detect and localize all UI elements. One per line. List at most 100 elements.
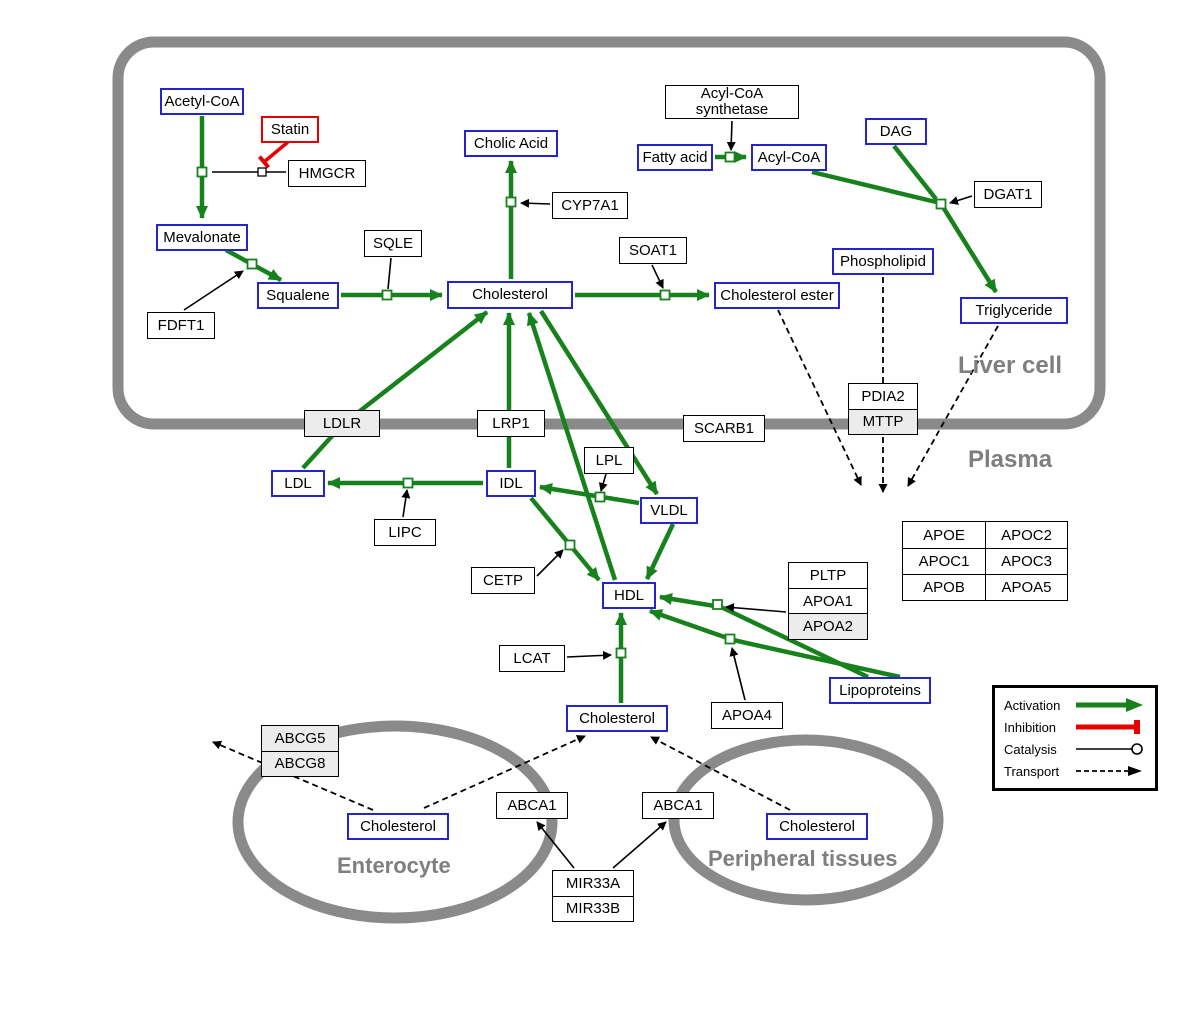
node-cholesterol-plasma[interactable]: Cholesterol: [566, 705, 668, 732]
node-acyl-coa[interactable]: Acyl-CoA: [751, 144, 827, 171]
node-dag[interactable]: DAG: [865, 118, 927, 145]
node-soat1[interactable]: SOAT1: [619, 237, 687, 264]
edge-cetp-catalysis: [536, 549, 564, 577]
reaction-node-lpl[interactable]: [594, 491, 606, 503]
reaction-node-fdft1[interactable]: [246, 258, 258, 270]
node-dgat1[interactable]: DGAT1: [974, 181, 1042, 208]
node-cetp[interactable]: CETP: [471, 567, 535, 594]
node-apoa1[interactable]: APOA1: [789, 587, 867, 614]
reaction-node-lcat[interactable]: [615, 647, 627, 659]
edge-fdft1-catalysis: [183, 270, 244, 311]
node-mir33b[interactable]: MIR33B: [553, 895, 633, 922]
node-phospholipid[interactable]: Phospholipid: [832, 248, 934, 275]
activation-edges: [196, 116, 998, 703]
edge-statin-inhibits-hmgcr: [262, 140, 290, 164]
edge-mir33-abca1-left: [536, 821, 575, 869]
node-cholic-acid[interactable]: Cholic Acid: [464, 130, 558, 157]
node-lpl[interactable]: LPL: [584, 447, 634, 474]
reaction-node-cyp7a1[interactable]: [505, 196, 517, 208]
node-sqle[interactable]: SQLE: [364, 230, 422, 257]
node-apoa2[interactable]: APOA2: [789, 613, 867, 640]
node-abcg8[interactable]: ABCG8: [262, 750, 338, 776]
node-lipc[interactable]: LIPC: [374, 519, 436, 546]
node-apoe[interactable]: APOE: [923, 526, 965, 544]
node-apoc2[interactable]: APOC2: [985, 522, 1067, 548]
liver-cell-outline: [112, 36, 1106, 430]
node-pltp[interactable]: PLTP: [809, 566, 847, 584]
reaction-node-sqle[interactable]: [381, 289, 393, 301]
node-fatty-acid[interactable]: Fatty acid: [637, 144, 713, 171]
reaction-node-apoa4[interactable]: [724, 633, 736, 645]
activation-arrow-icon: [1076, 698, 1143, 712]
edge-pltp-apoa-catalysis: [725, 603, 787, 613]
node-apoc3[interactable]: APOC3: [985, 548, 1067, 574]
node-abcg5[interactable]: ABCG5: [262, 726, 338, 751]
inhibition-edges: [257, 140, 290, 169]
acyl-coa-synthetase-line2: synthetase: [695, 101, 769, 118]
liver-cell-label: Liver cell: [958, 352, 1063, 379]
enterocyte-label: Enterocyte: [337, 853, 451, 878]
node-apoa4[interactable]: APOA4: [711, 702, 783, 729]
reaction-node-acylcoa-synthetase[interactable]: [724, 151, 736, 163]
hmgcr-anchor-square[interactable]: [257, 167, 267, 177]
legend-catalysis-label: Catalysis: [1004, 741, 1057, 757]
node-acyl-coa-synthetase[interactable]: Acyl-CoA synthetase: [665, 85, 799, 119]
node-abca1-left[interactable]: ABCA1: [496, 792, 568, 819]
node-cholesterol-liver[interactable]: Cholesterol: [447, 281, 573, 309]
peripheral-tissues-label: Peripheral tissues: [708, 846, 898, 871]
edge-dgat1-catalysis: [949, 195, 973, 205]
transport-dashed-arrow-icon: [1076, 766, 1142, 776]
reaction-node-lipc[interactable]: [402, 477, 414, 489]
node-ldl[interactable]: LDL: [271, 470, 325, 497]
edge-vldl-hdl: [644, 523, 676, 580]
node-apob[interactable]: APOB: [903, 574, 985, 600]
node-pdia2[interactable]: PDIA2: [861, 387, 905, 405]
node-vldl[interactable]: VLDL: [640, 497, 698, 524]
node-cholesterol-ester[interactable]: Cholesterol ester: [714, 282, 840, 309]
node-mttp[interactable]: MTTP: [849, 408, 917, 434]
node-fdft1[interactable]: FDFT1: [147, 312, 215, 339]
node-abca1-right[interactable]: ABCA1: [642, 792, 714, 819]
node-mevalonate[interactable]: Mevalonate: [156, 224, 248, 251]
node-cholesterol-peripheral[interactable]: Cholesterol: [766, 813, 868, 840]
edge-triglyceride-to-plasma: [907, 325, 999, 487]
node-mir33a[interactable]: MIR33A: [565, 874, 621, 892]
reaction-node-soat1[interactable]: [659, 289, 671, 301]
legend-activation-label: Activation: [1004, 697, 1061, 713]
node-acetyl-coa[interactable]: Acetyl-CoA: [160, 88, 244, 115]
node-idl[interactable]: IDL: [486, 470, 536, 497]
reaction-node-cetp[interactable]: [564, 539, 576, 551]
reaction-node-pltp[interactable]: [712, 599, 723, 610]
node-lrp1[interactable]: LRP1: [477, 410, 545, 437]
peripheral-tissues-outline: [668, 734, 944, 906]
node-apoc1[interactable]: APOC1: [903, 548, 985, 574]
node-lcat[interactable]: LCAT: [499, 645, 565, 672]
edge-lcat-catalysis: [566, 650, 612, 660]
reaction-nodes: [196, 151, 947, 659]
node-squalene[interactable]: Squalene: [257, 282, 339, 309]
edge-peripheral-cholesterol-to-plasma: [650, 736, 791, 811]
edge-dag-dgat-junction: [892, 144, 938, 201]
node-hmgcr[interactable]: HMGCR: [288, 160, 366, 187]
node-triglyceride[interactable]: Triglyceride: [960, 297, 1068, 324]
edge-enterocyte-cholesterol-abcg-export: [212, 740, 374, 811]
node-ldlr[interactable]: LDLR: [304, 410, 380, 437]
transport-edges: [212, 277, 999, 811]
node-statin[interactable]: Statin: [261, 116, 319, 143]
edge-acylcoa-dgat-junction: [811, 169, 937, 205]
edge-ldl-ldlr-cholesterol: [301, 310, 489, 470]
node-apoa5[interactable]: APOA5: [985, 574, 1067, 600]
plasma-label: Plasma: [968, 446, 1053, 473]
node-cyp7a1[interactable]: CYP7A1: [552, 192, 628, 219]
reaction-node-hmgcr[interactable]: [196, 166, 208, 178]
legend-row-inhibition: Inhibition: [1004, 717, 1146, 737]
node-hdl[interactable]: HDL: [602, 582, 656, 609]
stack-abcg: ABCG5 ABCG8: [261, 725, 339, 777]
node-cholesterol-enterocyte[interactable]: Cholesterol: [347, 813, 449, 840]
node-scarb1[interactable]: SCARB1: [683, 415, 765, 442]
reaction-node-dgat1[interactable]: [935, 198, 947, 210]
edge-lpl-catalysis: [598, 473, 608, 492]
node-lipoproteins[interactable]: Lipoproteins: [829, 677, 931, 704]
inhibition-tbar-icon: [1076, 720, 1140, 734]
